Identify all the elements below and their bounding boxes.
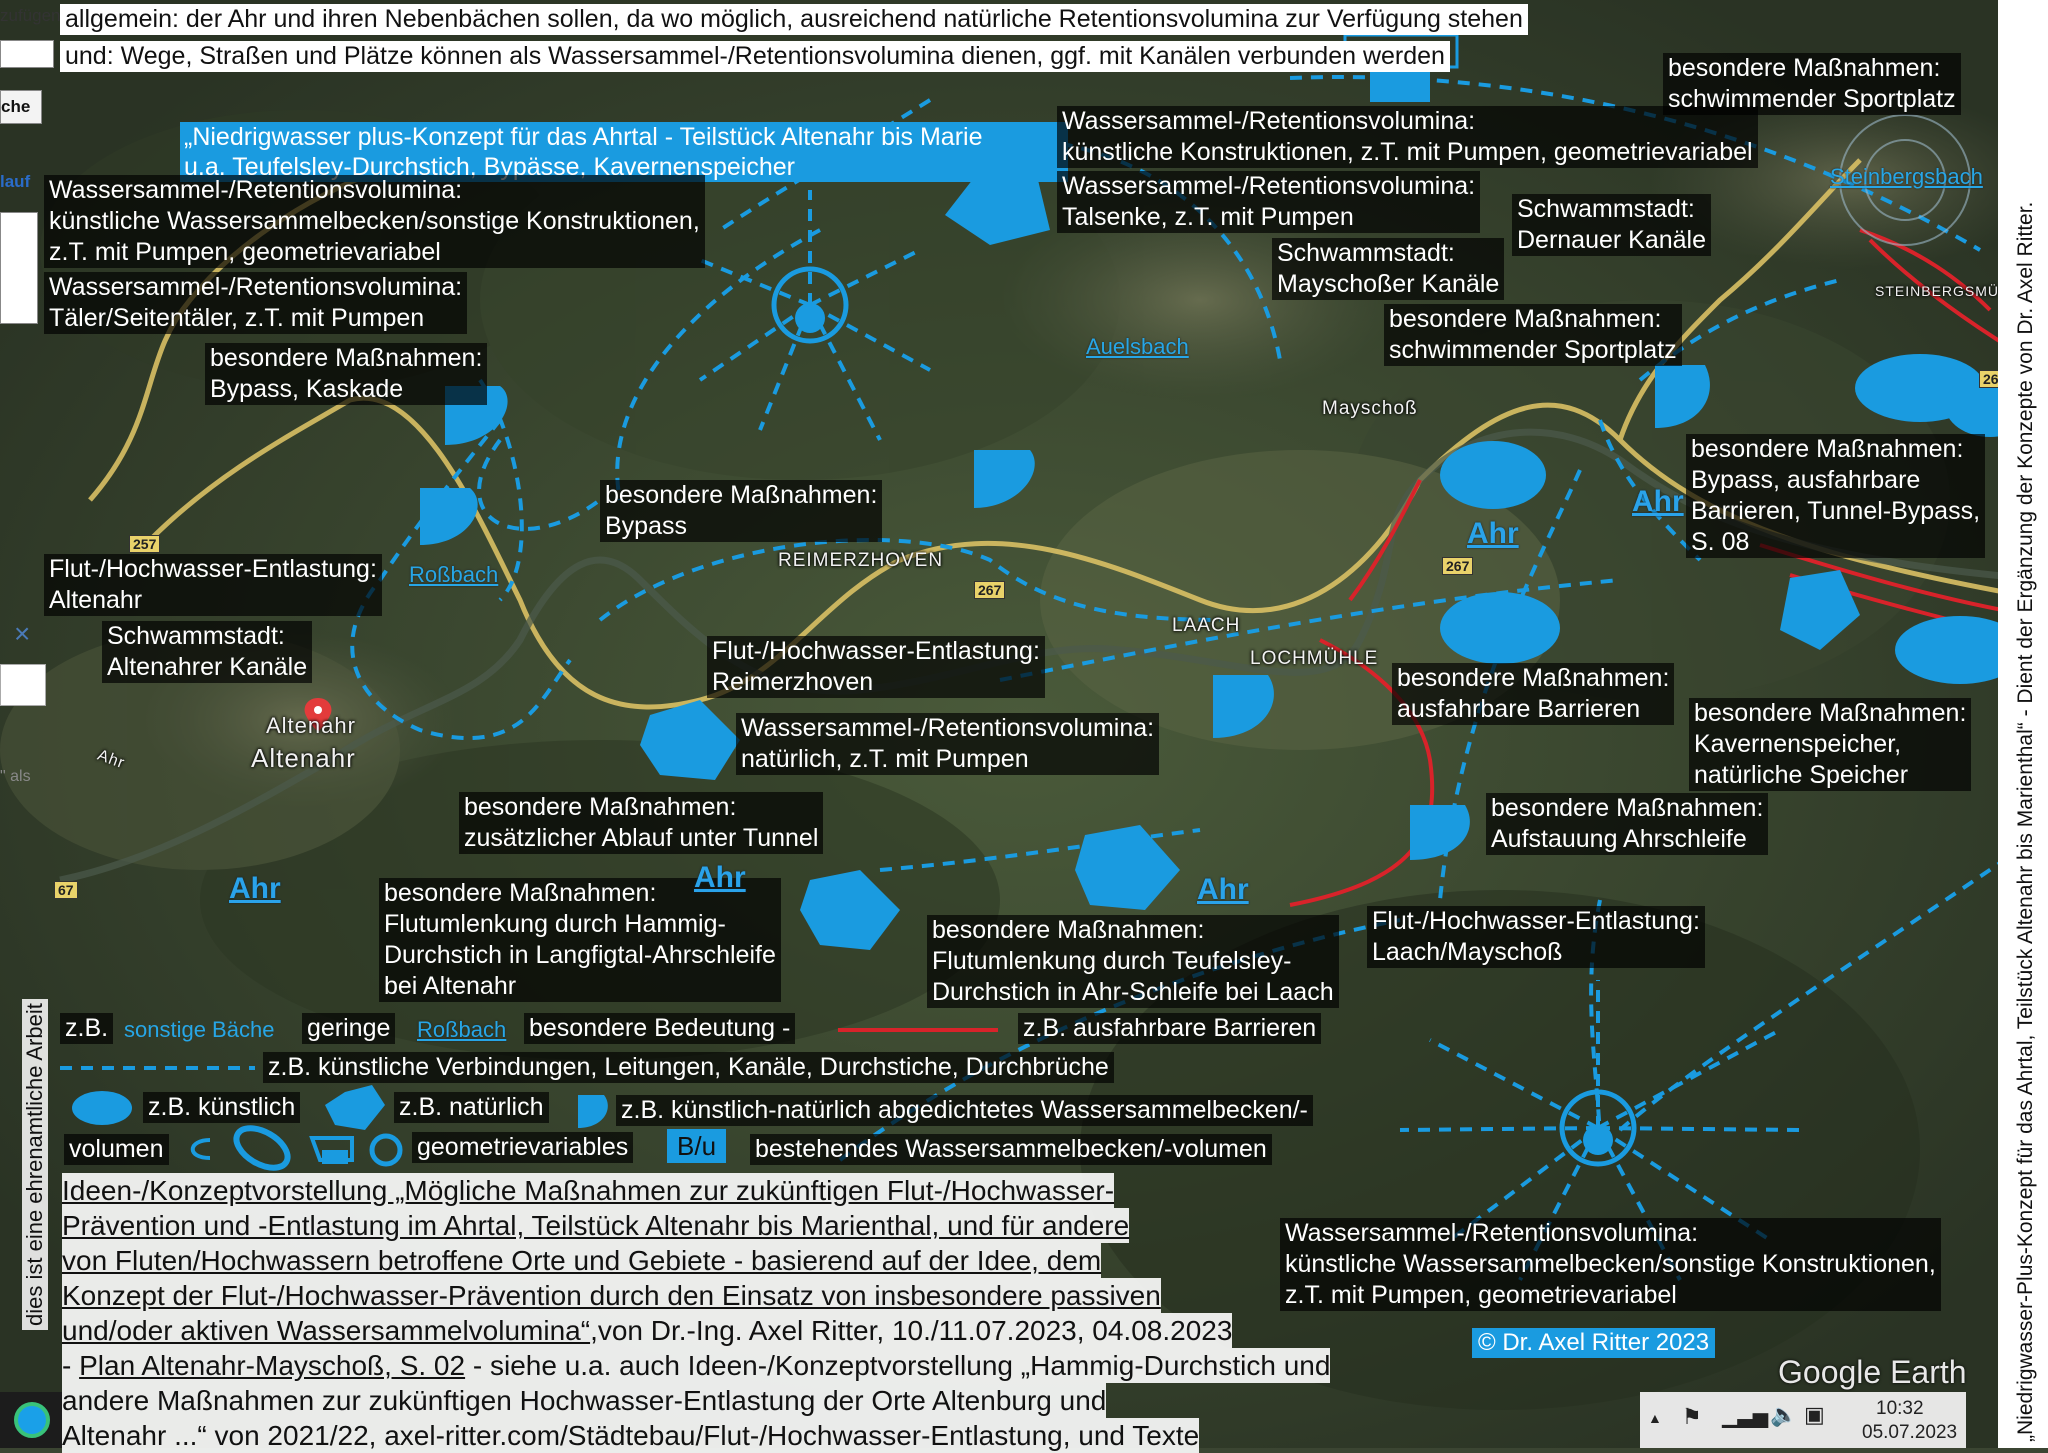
tray-up-arrow-icon[interactable]: ▲ (1648, 1410, 1662, 1426)
legend-connections: z.B. künstliche Verbindungen, Leitungen,… (263, 1052, 1114, 1083)
label-ausfahrbare-barrieren: besondere Maßnahmen: ausfahrbare Barrier… (1392, 663, 1675, 725)
title-box-line-1: „Niedrigwasser plus-Konzept für das Ahrt… (184, 123, 983, 151)
left-as-label: " als (0, 768, 31, 785)
volume-icon[interactable]: 🔈 (1770, 1402, 1798, 1427)
place-reimerzhoven: REIMERZHOVEN (778, 550, 944, 571)
label-bypass: besondere Maßnahmen: Bypass (600, 480, 883, 542)
label-teufelsley-durchstich: besondere Maßnahmen: Flutumlenkung durch… (927, 915, 1339, 1008)
river-label-ahr: Ahr (1632, 485, 1684, 518)
place-laach: LAACH (1172, 615, 1241, 636)
label-natuerlich-pumpen: Wassersammel-/Retentionsvolumina: natürl… (736, 713, 1160, 775)
left-text-box (0, 212, 38, 324)
place-mayschoss: Mayschoß (1322, 398, 1418, 419)
clipboard-icon[interactable]: ▣ (1804, 1402, 1825, 1427)
stream-auelsbach: Auelsbach (1086, 334, 1189, 359)
caption-line-6-rest: - siehe u.a. auch Ideen-/Konzeptvorstell… (465, 1350, 1331, 1381)
edge-browser-icon[interactable] (14, 1402, 50, 1438)
clock-time[interactable]: 10:32 (1876, 1398, 1924, 1419)
river-label-ahr: Ahr (1467, 517, 1519, 550)
road-number: 257 (129, 535, 161, 553)
right-vertical-note: „Niedrigwasser-Plus-Konzept für das Ahrt… (2014, 201, 2037, 1442)
caption-line-5-author: ,von Dr.-Ing. Axel Ritter, 10./11.07.202… (590, 1315, 1233, 1346)
legend-zb: z.B. (60, 1013, 114, 1044)
road-number: 267 (974, 581, 1006, 599)
caption-line-6: - Plan Altenahr-Mayschoß, S. 02 - siehe … (62, 1348, 1331, 1383)
river-label-ahr: Ahr (229, 872, 281, 905)
place-altenahr: Altenahr (251, 743, 356, 773)
left-search-button[interactable]: che (0, 90, 42, 124)
legend-rossbach: Roßbach (417, 1017, 507, 1042)
legend-geringe: geringe (302, 1013, 396, 1044)
caption-line-3: von Fluten/Hochwassern betroffene Orte u… (62, 1243, 1102, 1278)
caption-line-6-dash: - (62, 1350, 80, 1381)
label-kuenstliche-becken-south: Wassersammel-/Retentionsvolumina: künstl… (1280, 1218, 1941, 1311)
legend-geometrievariabel: geometrievariables (412, 1132, 634, 1163)
label-sportplatz-east: besondere Maßnahmen: schwimmender Sportp… (1663, 53, 1961, 115)
copyright-badge: © Dr. Axel Ritter 2023 (1472, 1328, 1716, 1358)
label-talsenke: Wassersammel-/Retentionsvolumina: Talsen… (1057, 171, 1481, 233)
label-entlastung-reimerzhoven: Flut-/Hochwasser-Entlastung: Reimerzhove… (707, 636, 1045, 698)
place-steinbergsmuehle: STEINBERGSMÜ (1875, 283, 2000, 299)
legend-kuenstlich: z.B. künstlich (143, 1092, 301, 1123)
title-box: „Niedrigwasser plus-Konzept für das Ahrt… (180, 122, 1068, 182)
left-add-label: zufügen (0, 6, 61, 25)
label-kavernenspeicher: besondere Maßnahmen: Kavernenspeicher, n… (1689, 698, 1972, 791)
legend-sealed: z.B. künstlich-natürlich abgedichtetes W… (616, 1095, 1313, 1126)
clock-date[interactable]: 05.07.2023 (1862, 1422, 1958, 1443)
label-sportplatz: besondere Maßnahmen: schwimmender Sportp… (1384, 304, 1682, 366)
label-entlastung-laach-mayschoss: Flut-/Hochwasser-Entlastung: Laach/Maysc… (1367, 906, 1705, 968)
legend-besondere-bedeutung: besondere Bedeutung - (524, 1013, 796, 1044)
label-hammig-durchstich: besondere Maßnahmen: Flutumlenkung durch… (379, 878, 781, 1002)
place-lochmuehle: LOCHMÜHLE (1250, 648, 1379, 669)
legend-bu-badge: B/u (667, 1129, 727, 1163)
legend-volumen: volumen (64, 1134, 169, 1165)
caption-block: Ideen-/Konzeptvorstellung „Mögliche Maßn… (62, 1173, 1331, 1453)
right-vertical-strip (1998, 0, 2048, 1448)
caption-line-2: Prävention und -Entlastung im Ahrtal, Te… (62, 1208, 1130, 1243)
river-label-ahr: Ahr (1197, 873, 1249, 906)
place-altenahr-pin-label: Altenahr (266, 713, 356, 738)
label-kuenstliche-becken-west: Wassersammel-/Retentionsvolumina: künstl… (44, 175, 705, 268)
network-icon[interactable]: ▁▃▅ (1722, 1406, 1769, 1428)
taskbar (0, 1392, 62, 1448)
header-line-2: und: Wege, Straßen und Plätze können als… (60, 41, 1450, 72)
left-history-link[interactable]: lauf (0, 172, 31, 191)
label-entlastung-altenahr: Flut-/Hochwasser-Entlastung: Altenahr (44, 554, 382, 616)
label-aufstauung: besondere Maßnahmen: Aufstauung Ahrschle… (1486, 793, 1769, 855)
river-label-ahr: Ahr (694, 861, 746, 894)
road-number: 67 (54, 881, 78, 899)
system-tray: ▲ ⚑ ▁▃▅ 🔈 ▣ 10:32 05.07.2023 (1640, 1392, 1966, 1448)
legend-bestehend: bestehendes Wassersammelbecken/-volumen (750, 1134, 1272, 1165)
flag-icon[interactable]: ⚑ (1682, 1404, 1702, 1429)
road-number: 26 (1979, 370, 2003, 388)
caption-line-1: Ideen-/Konzeptvorstellung „Mögliche Maßn… (62, 1173, 1115, 1208)
google-earth-logo: Google Earth (1778, 1354, 1967, 1390)
label-taeler: Wassersammel-/Retentionsvolumina: Täler/… (44, 272, 468, 334)
road-number: 267 (1442, 557, 1474, 575)
caption-plan-link[interactable]: Plan Altenahr-Mayschoß, S. 02 (79, 1350, 466, 1381)
header-line-1: allgemein: der Ahr und ihren Nebenbächen… (60, 4, 1528, 35)
label-dernauer-kanaele: Schwammstadt: Dernauer Kanäle (1512, 194, 1712, 256)
label-bypass-kaskade: besondere Maßnahmen: Bypass, Kaskade (205, 343, 488, 405)
caption-line-7: andere Maßnahmen zur zukünftigen Hochwas… (62, 1383, 1107, 1418)
caption-line-8: Altenahr ...“ von 2021/22, axel-ritter.c… (62, 1418, 1200, 1453)
label-bypass-barrieren-tunnel: besondere Maßnahmen: Bypass, ausfahrbare… (1686, 434, 1986, 558)
left-partial-window: zufügen che lauf × " als (0, 0, 61, 1448)
left-close-icon[interactable]: × (14, 618, 31, 649)
stream-steinbergsbach: Steinbergsbach (1830, 164, 1983, 189)
label-altenahrer-kanaele: Schwammstadt: Altenahrer Kanäle (102, 621, 313, 683)
caption-line-5: und/oder aktiven Wassersammelvolumina“,v… (62, 1313, 1233, 1348)
stream-rossbach: Roßbach (409, 562, 499, 587)
left-panel-strip (0, 40, 54, 68)
caption-line-5-title: und/oder aktiven Wassersammelvolumina“ (62, 1315, 591, 1346)
caption-line-4: Konzept der Flut-/Hochwasser-Prävention … (62, 1278, 1161, 1313)
left-vertical-note: dies ist eine ehrenamtliche Arbeit (22, 999, 48, 1330)
label-mayschosser-kanaele: Schwammstadt: Mayschoßer Kanäle (1272, 238, 1505, 300)
legend-sonstige-baeche: sonstige Bäche (124, 1017, 275, 1042)
left-blank-field (0, 664, 46, 706)
label-ablauf-tunnel: besondere Maßnahmen: zusätzlicher Ablauf… (459, 792, 824, 854)
legend-natuerlich: z.B. natürlich (394, 1092, 549, 1123)
legend-barrier: z.B. ausfahrbare Barrieren (1018, 1013, 1322, 1044)
label-kuenstliche-konstruktionen: Wassersammel-/Retentionsvolumina: künstl… (1057, 106, 1758, 168)
